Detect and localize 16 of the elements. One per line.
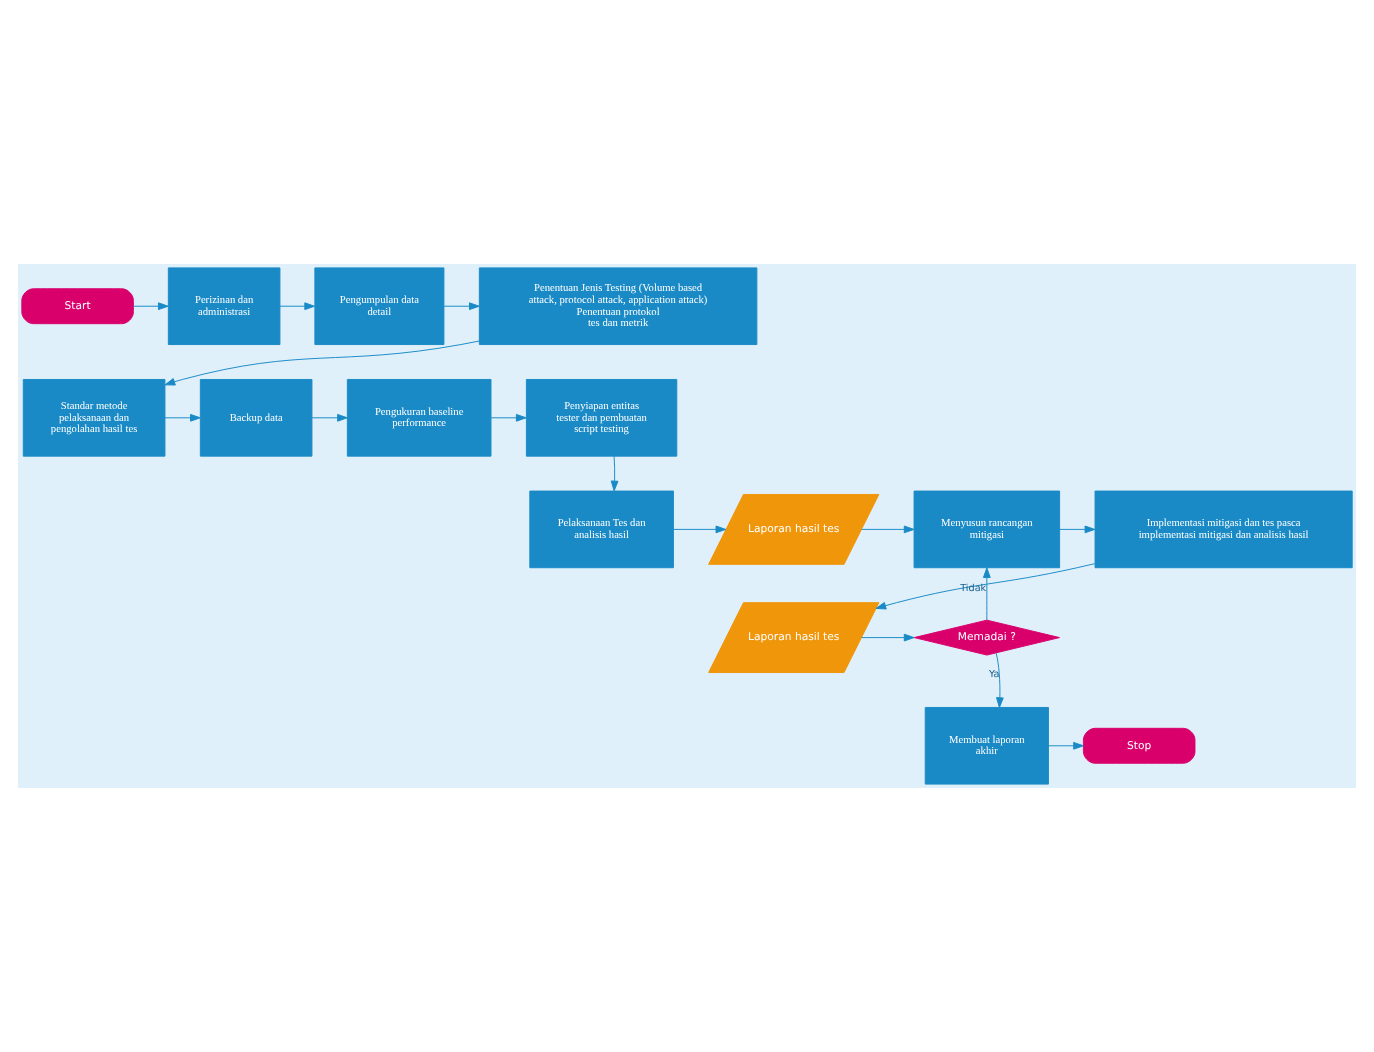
arrow (875, 563, 1096, 610)
arrow (610, 455, 619, 492)
arrow (490, 413, 527, 422)
arrow (132, 302, 169, 311)
arrow (279, 302, 315, 311)
arrow (861, 525, 915, 534)
arrow (164, 340, 480, 386)
arrow (1059, 525, 1096, 534)
arrow (443, 302, 480, 311)
arrow (995, 652, 1004, 708)
arrow (311, 413, 348, 422)
arrow (164, 413, 201, 422)
arrow (861, 633, 915, 642)
arrow (673, 525, 727, 534)
arrow (982, 567, 991, 621)
arrow (1048, 741, 1084, 750)
